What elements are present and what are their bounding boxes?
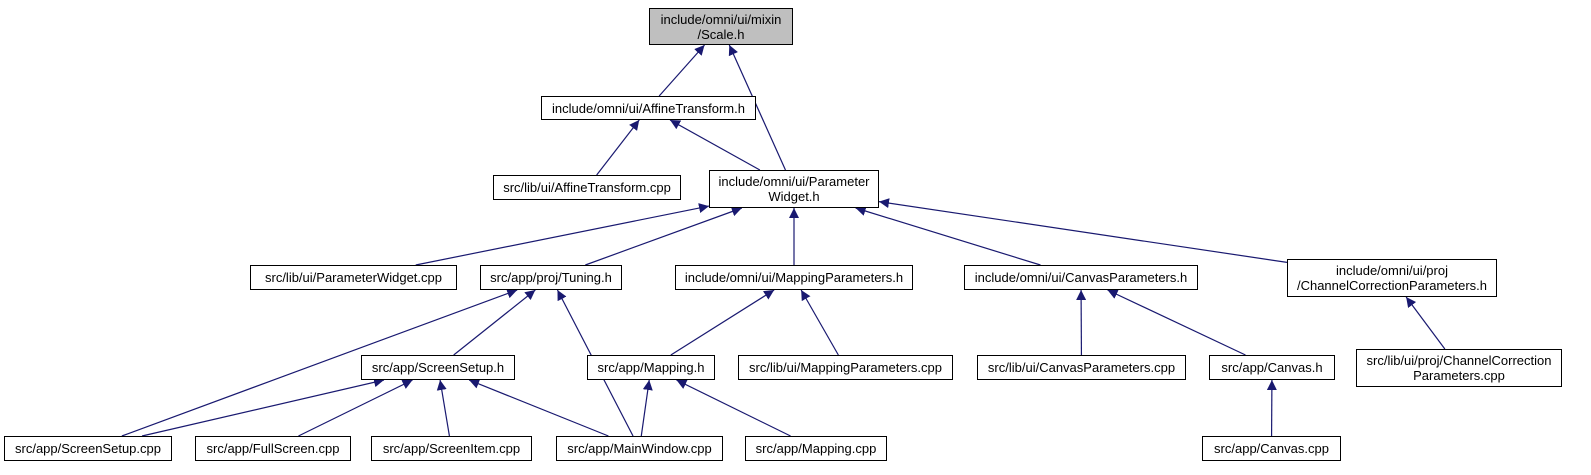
node-mainwindow-cpp[interactable]: src/app/MainWindow.cpp: [556, 436, 723, 461]
node-label-line: include/omni/ui/AffineTransform.h: [552, 100, 745, 116]
node-canvasparameters-h[interactable]: include/omni/ui/CanvasParameters.h: [964, 265, 1198, 290]
edge-mapping_h-to-mappingparams_h: [670, 289, 775, 356]
node-label-line: include/omni/ui/proj: [1335, 263, 1448, 278]
node-label-line: Widget.h: [768, 189, 820, 204]
node-label-line: src/app/Canvas.cpp: [1214, 441, 1329, 456]
node-label-line: /ChannelCorrectionParameters.h: [1296, 278, 1488, 293]
edge-mappingparams_cpp-to-mappingparams_h: [800, 289, 839, 356]
edge-fullscreen_cpp-to-screensetup_h: [298, 379, 413, 437]
node-label-line: src/lib/ui/MappingParameters.cpp: [749, 360, 942, 375]
node-affinetransform-h[interactable]: include/omni/ui/AffineTransform.h: [541, 96, 756, 120]
node-label-line: src/lib/ui/AffineTransform.cpp: [503, 180, 671, 195]
node-label-line: src/app/ScreenSetup.h: [371, 360, 505, 375]
edge-screensetup_h-to-tuning_h: [453, 289, 536, 356]
node-parameterwidget-h[interactable]: include/omni/ui/Parameter Widget.h: [709, 170, 879, 208]
node-screensetup-cpp[interactable]: src/app/ScreenSetup.cpp: [4, 436, 172, 461]
node-screenitem-cpp[interactable]: src/app/ScreenItem.cpp: [371, 436, 532, 461]
dependency-edges: [121, 44, 1446, 437]
node-label-line: src/lib/ui/CanvasParameters.cpp: [987, 360, 1176, 375]
node-scale-h: include/omni/ui/mixin /Scale.h: [649, 8, 793, 45]
node-label-line: src/app/proj/Tuning.h: [490, 270, 612, 285]
edge-mapping_cpp-to-mapping_h: [676, 379, 791, 437]
node-label-line: src/app/Canvas.h: [1221, 360, 1323, 375]
node-channelcorrectionparameters-h[interactable]: include/omni/ui/proj /ChannelCorrectionP…: [1287, 259, 1497, 297]
edge-screensetup_cpp-to-screensetup_h: [141, 377, 385, 437]
node-label-line: include/omni/ui/mixin: [660, 11, 782, 27]
edge-screensetup_cpp-to-tuning_h: [121, 288, 518, 437]
node-label-line: src/app/ScreenItem.cpp: [382, 441, 521, 456]
node-label-line: src/app/Mapping.cpp: [755, 441, 877, 456]
node-label-line: Parameters.cpp: [1413, 368, 1505, 383]
edge-channelcorr_cpp-to-channelcorr_h: [1405, 296, 1446, 350]
node-canvasparameters-cpp[interactable]: src/lib/ui/CanvasParameters.cpp: [977, 355, 1186, 380]
node-label-line: src/app/MainWindow.cpp: [567, 441, 712, 456]
node-label-line: src/app/ScreenSetup.cpp: [15, 441, 161, 456]
edge-screenitem_cpp-to-screensetup_h: [436, 379, 451, 437]
node-affinetransform-cpp[interactable]: src/lib/ui/AffineTransform.cpp: [493, 175, 681, 200]
node-parameterwidget-cpp[interactable]: src/lib/ui/ParameterWidget.cpp: [250, 265, 457, 290]
edge-affine_cpp-to-affine_h: [596, 119, 640, 176]
edge-paramwidget_cpp-to-paramwidget_h: [415, 203, 710, 266]
node-canvas-cpp[interactable]: src/app/Canvas.cpp: [1202, 436, 1341, 461]
node-channelcorrectionparameters-cpp[interactable]: src/lib/ui/proj/ChannelCorrection Parame…: [1356, 349, 1562, 387]
node-label-line: include/omni/ui/Parameter: [718, 174, 870, 189]
edge-canvas_h-to-canvasparams_h: [1107, 289, 1246, 356]
edge-mainwindow_cpp-to-mapping_h: [640, 379, 653, 437]
node-mappingparameters-cpp[interactable]: src/lib/ui/MappingParameters.cpp: [738, 355, 953, 380]
edge-affine_h-to-scale_h: [658, 44, 705, 97]
node-label-line: src/lib/ui/ParameterWidget.cpp: [264, 270, 442, 285]
node-label-line: src/app/FullScreen.cpp: [206, 441, 340, 456]
edge-paramwidget_h-to-affine_h: [669, 119, 761, 171]
node-mapping-cpp[interactable]: src/app/Mapping.cpp: [745, 436, 887, 461]
node-mapping-h[interactable]: src/app/Mapping.h: [587, 355, 715, 380]
node-label-line: src/lib/ui/proj/ChannelCorrection: [1366, 353, 1552, 368]
edge-paramwidget_h-to-scale_h: [728, 44, 787, 171]
edge-mainwindow_cpp-to-screensetup_h: [468, 379, 609, 437]
node-screensetup-h[interactable]: src/app/ScreenSetup.h: [361, 355, 515, 380]
node-mappingparameters-h[interactable]: include/omni/ui/MappingParameters.h: [675, 265, 913, 290]
node-label-line: /Scale.h: [697, 26, 745, 42]
node-label-line: include/omni/ui/CanvasParameters.h: [974, 270, 1188, 285]
node-fullscreen-cpp[interactable]: src/app/FullScreen.cpp: [195, 436, 351, 461]
node-canvas-h[interactable]: src/app/Canvas.h: [1209, 355, 1335, 380]
node-label-line: src/app/Mapping.h: [597, 360, 705, 375]
node-label-line: include/omni/ui/MappingParameters.h: [684, 270, 904, 285]
node-tuning-h[interactable]: src/app/proj/Tuning.h: [480, 265, 622, 290]
edge-tuning_h-to-paramwidget_h: [585, 206, 743, 266]
edge-channelcorr_h-to-paramwidget_h: [878, 198, 1288, 263]
edge-canvasparams_h-to-paramwidget_h: [855, 206, 1041, 266]
